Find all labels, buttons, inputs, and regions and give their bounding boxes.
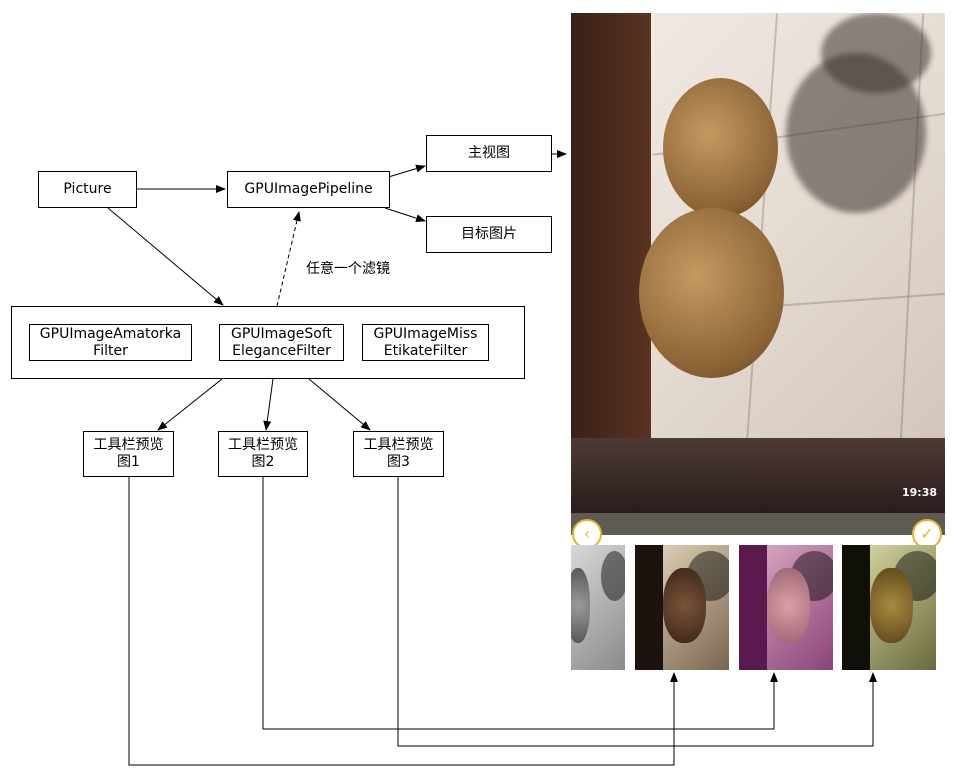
- thumbnail-dark-yellow[interactable]: [842, 545, 936, 670]
- thumbnail-magenta[interactable]: [739, 545, 833, 670]
- filter-soft-elegance-node: GPUImageSoft EleganceFilter: [219, 324, 344, 361]
- edge-pipeline-mainview: [384, 164, 426, 179]
- preview3-node: 工具栏预览 图3: [353, 431, 444, 477]
- filter-miss-etikate-node: GPUImageMiss EtikateFilter: [362, 324, 489, 361]
- edge-filter-pipeline: [276, 211, 301, 307]
- edge-pipeline-target: [384, 207, 426, 223]
- marble-step: [571, 438, 945, 513]
- main-view-label: 主视图: [468, 145, 510, 161]
- filter-amatorka-node: GPUImageAmatorka Filter: [29, 324, 192, 361]
- preview1-label: 工具栏预览 图1: [93, 437, 164, 470]
- filter-amatorka-label: GPUImageAmatorka Filter: [39, 325, 182, 359]
- any-filter-label: 任意一个滤镜: [306, 261, 390, 277]
- thumbnail-dark-warm[interactable]: [635, 545, 729, 670]
- edge-preview3-thumb4: [397, 477, 877, 747]
- filter-soft-elegance-label: GPUImageSoft EleganceFilter: [230, 325, 332, 359]
- preview2-label: 工具栏预览 图2: [228, 437, 298, 470]
- edge-preview2-thumb3: [262, 477, 778, 730]
- preview3-label: 工具栏预览 图3: [363, 437, 434, 470]
- target-image-node: 目标图片: [426, 216, 552, 253]
- check-circle-icon[interactable]: ✓: [912, 519, 942, 549]
- toolbar-bar: [571, 513, 945, 535]
- status-time: 19:38: [901, 486, 937, 499]
- dark-wall: [571, 13, 651, 513]
- thumbnail-grayscale[interactable]: [571, 545, 625, 670]
- puppy-top: [663, 78, 778, 218]
- main-photo: 19:38: [571, 13, 945, 513]
- filter-miss-etikate-label: GPUImageMiss EtikateFilter: [373, 325, 478, 359]
- edge-picture-filters: [107, 207, 224, 306]
- edge-filters-preview3: [308, 378, 371, 431]
- pipeline-node: GPUImagePipeline: [227, 171, 390, 208]
- pipeline-label: GPUImagePipeline: [244, 181, 373, 197]
- edge-filters-preview2: [263, 378, 274, 431]
- preview2-node: 工具栏预览 图2: [218, 431, 308, 477]
- edge-preview1-thumb2: [128, 477, 678, 766]
- edge-filters-preview1: [157, 378, 223, 431]
- preview1-node: 工具栏预览 图1: [83, 431, 174, 477]
- puppy-bottom: [639, 208, 784, 378]
- main-view-node: 主视图: [426, 135, 552, 172]
- picture-label: Picture: [63, 181, 112, 197]
- phone-preview: 19:38 ‹ ✓: [571, 13, 945, 670]
- picture-node: Picture: [38, 171, 137, 208]
- target-image-label: 目标图片: [461, 226, 517, 242]
